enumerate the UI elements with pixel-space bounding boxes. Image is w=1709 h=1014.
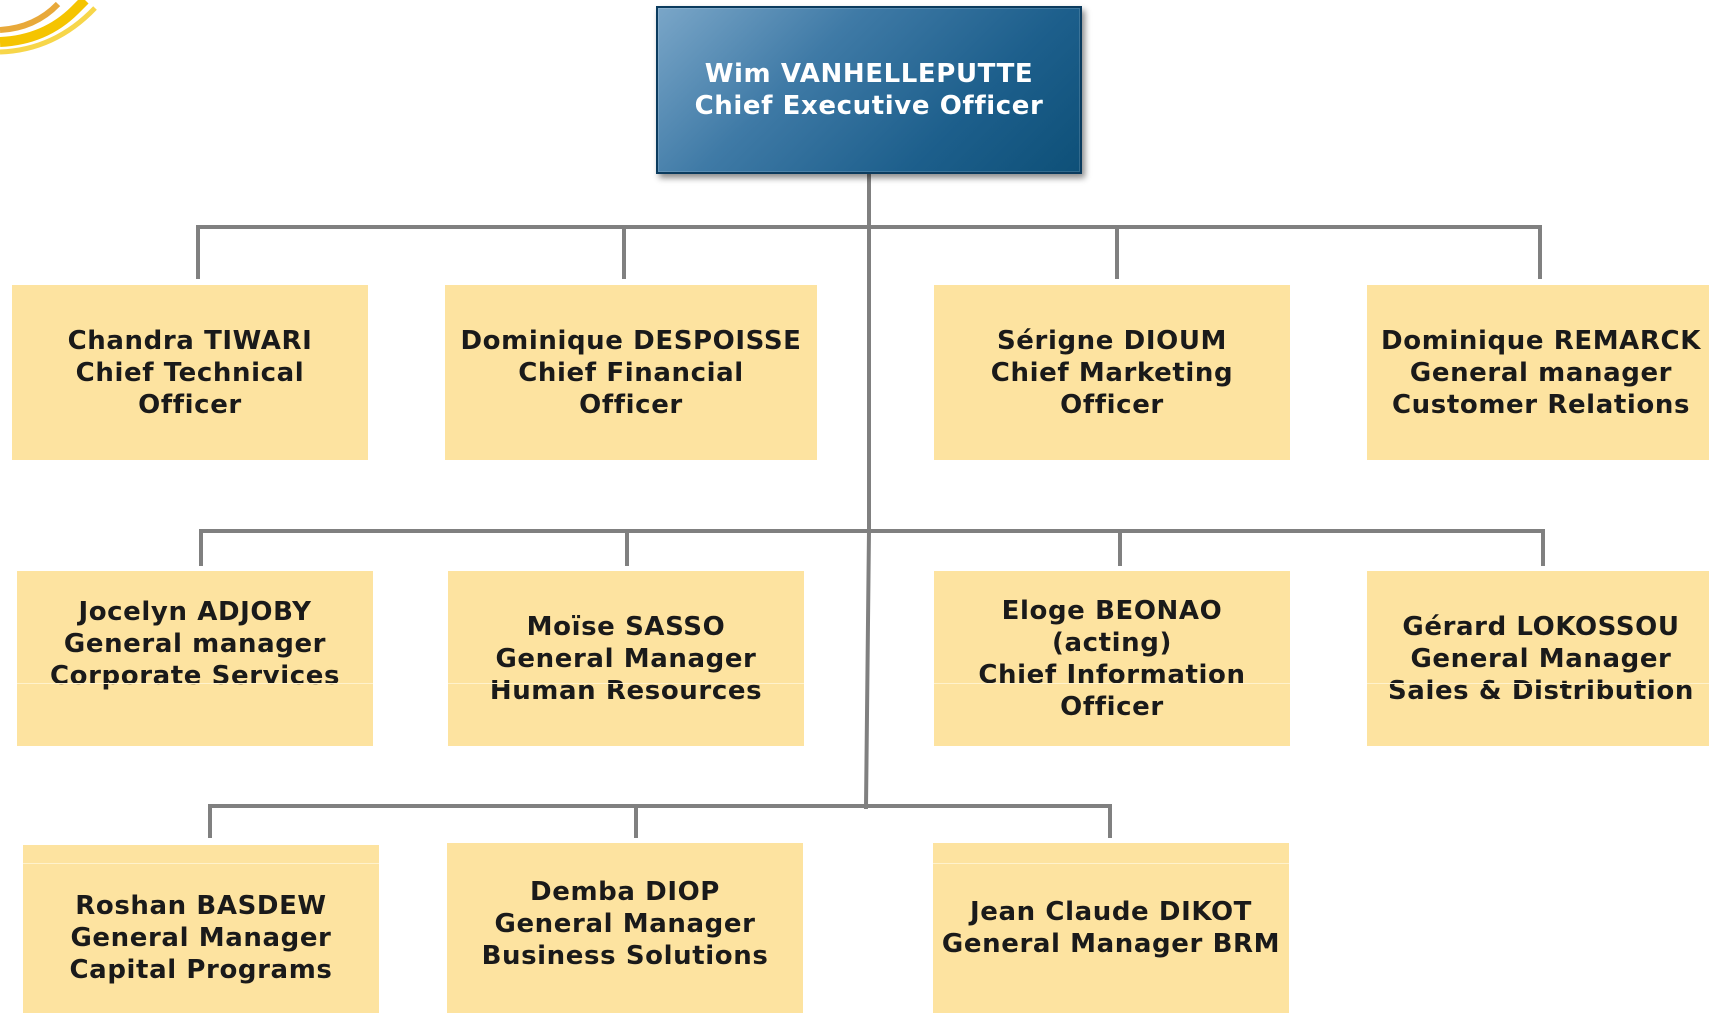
- box-title-line: General Manager: [494, 909, 756, 939]
- box-title-line: Sales & Distribution: [1387, 675, 1695, 706]
- org-box-corporate-services: Jocelyn ADJOBY General manager Corporate…: [17, 571, 373, 746]
- box-title-line: Officer: [579, 389, 683, 420]
- org-box-brm: Jean Claude DIKOT General Manager BRM: [933, 843, 1289, 1013]
- org-box-capital-programs: Roshan BASDEW General Manager Capital Pr…: [23, 845, 379, 1013]
- box-title-line: Corporate Services: [49, 660, 341, 691]
- org-box-business-solutions: Demba DIOP General Manager Business Solu…: [447, 843, 803, 1013]
- box-title-line: Customer Relations: [1391, 389, 1691, 420]
- box-name: Dominique REMARCK: [1381, 325, 1701, 356]
- ceo-box: Wim VANHELLEPUTTE Chief Executive Office…: [656, 6, 1082, 174]
- ceo-title: Chief Executive Officer: [694, 91, 1044, 121]
- box-title-line: (acting): [1051, 627, 1172, 658]
- box-name: Sérigne DIOUM: [996, 325, 1228, 356]
- box-title-line: Officer: [138, 389, 242, 420]
- box-name: Jocelyn ADJOBY: [78, 596, 312, 627]
- org-box-customer-relations: Dominique REMARCK General manager Custom…: [1367, 285, 1709, 460]
- org-box-human-resources: Moïse SASSO General Manager Human Resour…: [448, 571, 804, 746]
- org-box-cfo: Dominique DESPOISSE Chief Financial Offi…: [445, 285, 817, 460]
- box-name: Jean Claude DIKOT: [969, 897, 1253, 927]
- ceo-name: Wim VANHELLEPUTTE: [704, 59, 1034, 89]
- corner-logo-fragment: [0, 0, 97, 55]
- box-name: Roshan BASDEW: [75, 891, 327, 921]
- trunk-lower: [863, 527, 872, 810]
- box-name: Dominique DESPOISSE: [460, 325, 802, 356]
- box-title-line: Chief Financial: [518, 357, 744, 388]
- box-name: Moïse SASSO: [526, 611, 726, 642]
- org-box-cio: Eloge BEONAO (acting) Chief Information …: [934, 571, 1290, 746]
- box-title-line: General manager: [63, 628, 327, 659]
- box-name: Demba DIOP: [530, 877, 720, 907]
- box-title-line: Business Solutions: [481, 941, 769, 971]
- box-title-line: General Manager: [1410, 643, 1672, 674]
- box-name: Gérard LOKOSSOU: [1402, 611, 1680, 642]
- box-title-line: General manager: [1409, 357, 1673, 388]
- box-title-line: Capital Programs: [69, 955, 333, 985]
- box-title-line: Chief Marketing: [990, 357, 1234, 388]
- box-title-line: General Manager: [70, 923, 332, 953]
- box-title-line: General Manager: [495, 643, 757, 674]
- box-title-line: Chief Technical: [75, 357, 305, 388]
- box-title-line: Chief Information: [978, 659, 1246, 690]
- box-name: Eloge BEONAO: [1001, 595, 1223, 626]
- box-title-line: Human Resources: [489, 675, 763, 706]
- box-name: Chandra TIWARI: [67, 325, 313, 356]
- org-box-sales-distribution: Gérard LOKOSSOU General Manager Sales & …: [1367, 571, 1709, 746]
- box-title-line: General Manager BRM: [941, 929, 1281, 959]
- box-title-line: Officer: [1060, 389, 1164, 420]
- box-title-line: Officer: [1060, 691, 1164, 722]
- org-box-cmo: Sérigne DIOUM Chief Marketing Officer: [934, 285, 1290, 460]
- org-box-cto: Chandra TIWARI Chief Technical Officer: [12, 285, 368, 460]
